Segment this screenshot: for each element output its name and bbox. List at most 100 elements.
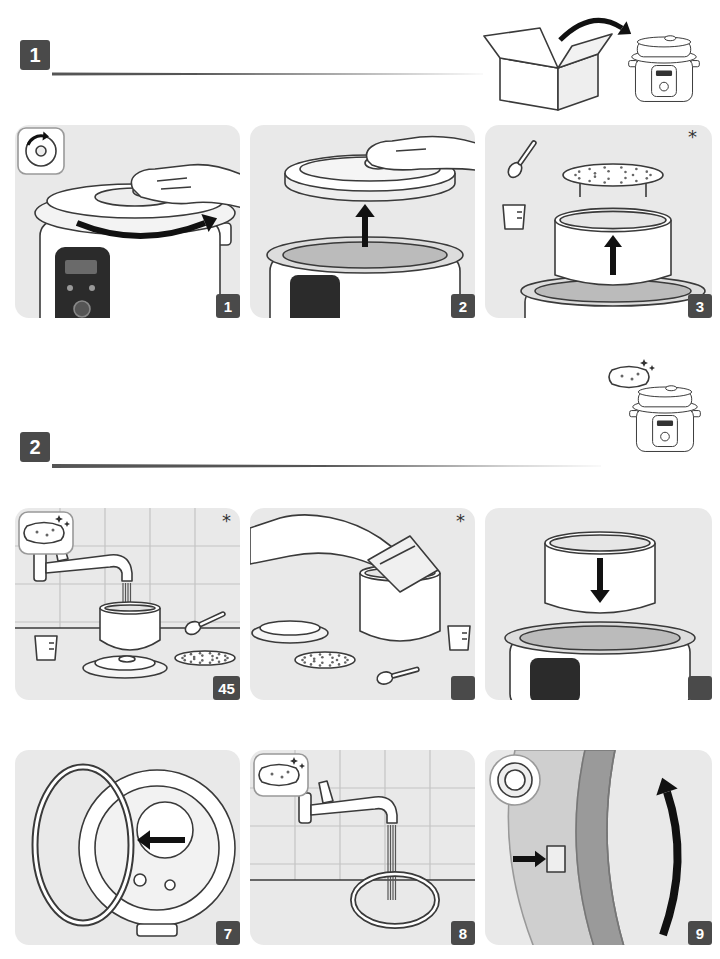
sparkle — [64, 521, 70, 527]
step-panel — [15, 508, 240, 700]
rack-hole — [190, 653, 193, 656]
step-illustration — [250, 750, 475, 926]
sparkle — [55, 515, 63, 523]
rack-hole — [624, 171, 627, 174]
illustration-part — [319, 781, 333, 803]
sparkle — [290, 757, 298, 765]
illustration-part — [52, 529, 55, 532]
illustration-part — [462, 632, 467, 634]
illustration-part — [609, 367, 649, 388]
rack-hole — [620, 181, 623, 184]
illustration-part — [555, 208, 671, 231]
arrow-head — [590, 590, 610, 603]
sparkle — [649, 365, 655, 371]
illustration-part — [131, 165, 240, 209]
rack-hole — [603, 181, 606, 184]
illustration-part — [161, 187, 191, 189]
illustration-part — [89, 285, 95, 291]
arrow-head — [617, 21, 631, 35]
rack-hole — [181, 657, 184, 660]
inner-pot — [545, 532, 655, 613]
water-stream — [387, 825, 388, 900]
rack-hole — [594, 175, 597, 178]
rack-hole — [607, 177, 610, 180]
rack-hole — [209, 661, 212, 664]
illustration-part — [638, 387, 691, 397]
step-illustration — [18, 128, 240, 318]
illustration-part — [290, 275, 340, 318]
rack-hole — [624, 177, 627, 180]
step-illustration — [490, 750, 678, 945]
steam-rack — [295, 652, 355, 668]
number-text: 8 — [459, 926, 467, 941]
step-illustration — [18, 128, 240, 318]
rice-spoon — [376, 663, 421, 686]
steam-rack — [175, 651, 235, 665]
illustration-part — [65, 260, 97, 274]
illustration-part — [95, 656, 155, 670]
rack-hole — [336, 659, 339, 662]
illustration-part — [137, 924, 177, 936]
illustration-part — [576, 750, 625, 945]
rack-hole — [329, 653, 332, 656]
rack-hole — [635, 168, 638, 171]
rack-hole — [183, 655, 186, 658]
rack-hole — [620, 166, 623, 169]
illustration-part — [545, 532, 655, 554]
illustration-part — [380, 546, 415, 564]
illustration-part — [607, 750, 625, 945]
water-stream — [395, 825, 396, 900]
inner-pot — [555, 208, 671, 285]
rice-spoon — [183, 608, 227, 637]
rack-hole — [303, 656, 306, 659]
illustration-part — [637, 373, 640, 376]
arrow-head — [137, 830, 150, 850]
illustration-part — [36, 146, 46, 156]
step-number: 2 — [451, 294, 475, 318]
rack-hole — [607, 170, 610, 173]
rack-hole — [329, 664, 332, 667]
sparkle — [640, 359, 648, 367]
step-illustration — [250, 750, 475, 926]
arrow-shaft — [610, 247, 616, 275]
illustration-part — [547, 846, 565, 872]
footnote-mark: * — [222, 512, 231, 530]
step-panel — [250, 750, 475, 945]
pressure-cooker-icon — [629, 36, 700, 102]
rack-hole — [183, 659, 186, 662]
blank-step-badge — [451, 676, 475, 700]
rack-hole — [588, 168, 591, 171]
number-text: 2 — [459, 299, 467, 314]
rack-hole — [224, 659, 227, 662]
illustration-part — [34, 551, 46, 581]
water-stream — [390, 825, 391, 900]
inner-pot — [100, 602, 160, 650]
rack-hole — [321, 661, 324, 664]
illustration-part — [645, 183, 647, 197]
number-text: 1 — [29, 45, 40, 65]
arrow-shaft — [560, 20, 622, 40]
illustration-part — [198, 611, 225, 626]
illustration-part — [579, 183, 581, 197]
rack-hole — [193, 656, 196, 659]
arrow-head — [355, 204, 375, 217]
illustration-part — [287, 771, 290, 774]
illustration-part — [46, 534, 49, 537]
illustration-part — [391, 667, 419, 678]
step-illustration — [503, 138, 705, 318]
rack-hole — [190, 661, 193, 664]
illustration-part — [621, 375, 624, 378]
step-number: 45 — [213, 676, 240, 700]
rack-hole — [211, 655, 214, 658]
rack-hole — [310, 654, 313, 657]
illustration-part — [550, 535, 650, 551]
illustration-part — [259, 765, 299, 786]
steam-rack — [563, 164, 663, 186]
rack-hole — [331, 661, 334, 664]
sponge-icon — [609, 359, 655, 388]
rack-hole — [319, 664, 322, 667]
illustration-part — [165, 880, 175, 890]
sealing-ring — [353, 874, 437, 926]
step-illustration — [35, 767, 235, 936]
